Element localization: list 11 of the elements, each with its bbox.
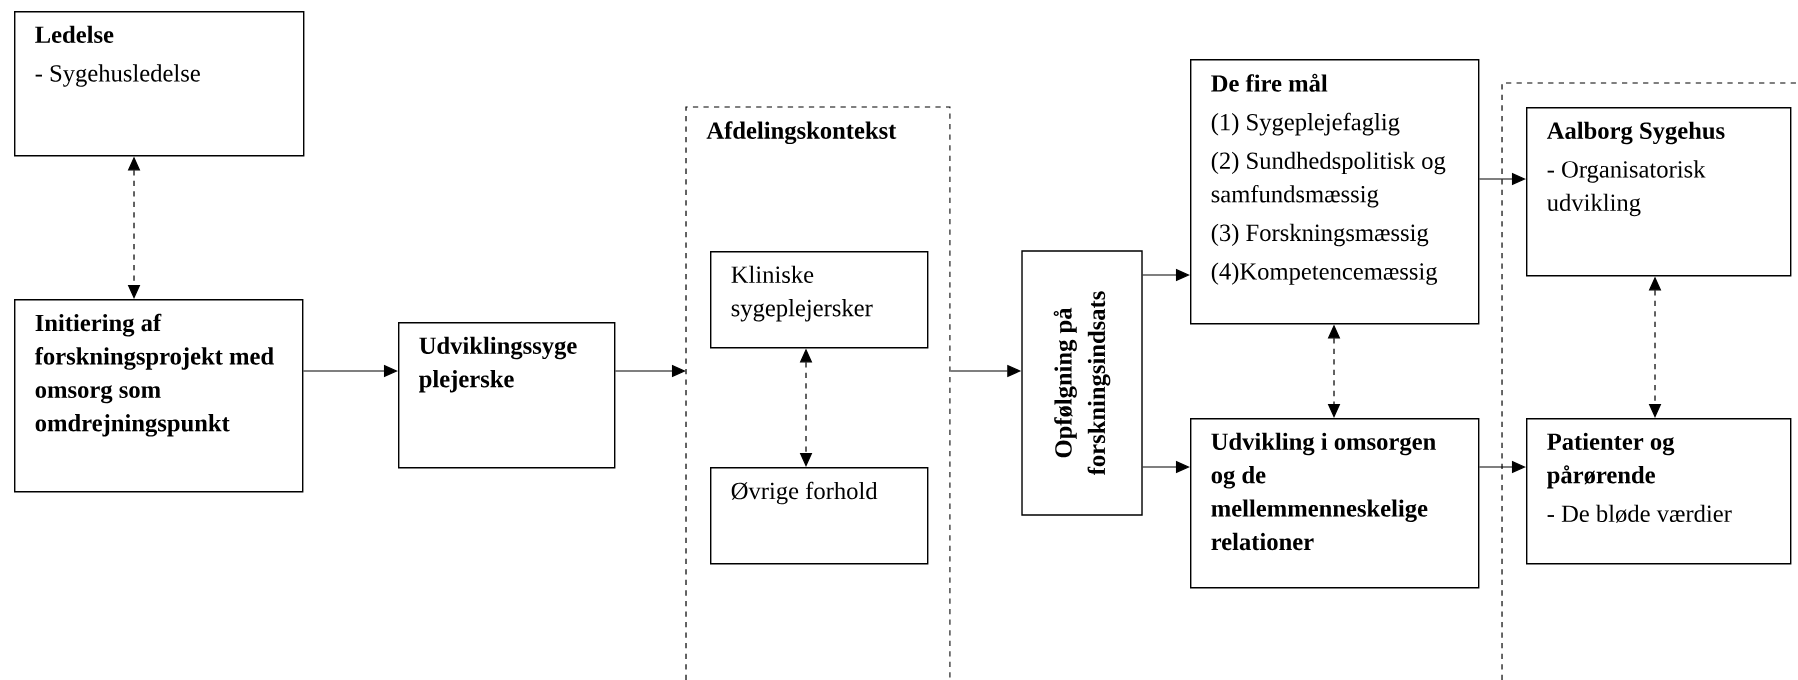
process-box: Patienter og pårørende - De bløde værdier xyxy=(1526,418,1792,565)
process-box: Øvrige forhold xyxy=(710,467,929,565)
process-box: Initiering af forskningsprojekt med omsorg som omdrejningspunkt xyxy=(14,299,304,493)
process-box: Udviklingssyge plejerske xyxy=(398,322,616,469)
process-box: Udvikling i omsorgen og de mellemmenneskelige relationer xyxy=(1190,418,1480,589)
process-box: Opfølgning på forskningsindsats xyxy=(1021,250,1143,516)
dashed-frame xyxy=(1501,82,1798,680)
process-box: De fire mål (1) Sygeplejefaglig (2) Sundhedspolitisk og samfundsmæssig (3) Forskningsmæssig (4)Kompetencemæssig xyxy=(1190,59,1480,325)
process-box: Ledelse - Sygehusledelse xyxy=(14,11,305,157)
process-box: Kliniske sygeplejersker xyxy=(710,251,929,349)
process-box: Aalborg Sygehus - Organisatorisk udvikling xyxy=(1526,107,1792,277)
